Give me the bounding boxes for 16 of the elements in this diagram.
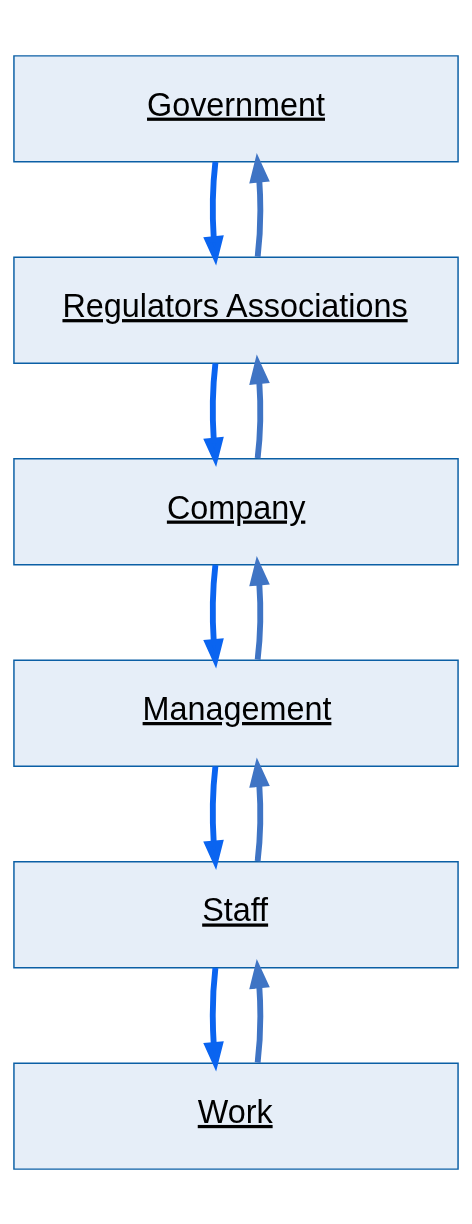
arrow: [249, 757, 270, 861]
node-box: Regulators Associations: [13, 256, 459, 364]
node-box: Management: [13, 659, 459, 767]
node-box: Staff: [13, 860, 459, 968]
node-box: Work: [13, 1062, 459, 1170]
arrow: [249, 152, 270, 257]
arrow: [249, 958, 270, 1063]
arrow: [203, 967, 224, 1071]
arrow: [203, 161, 224, 266]
arrow: [249, 354, 270, 459]
arrow: [203, 362, 224, 467]
arrow: [203, 564, 224, 669]
arrow: [249, 555, 270, 660]
node-box: Company: [13, 457, 459, 565]
node-box: Government: [13, 54, 459, 162]
arrow: [203, 765, 224, 870]
